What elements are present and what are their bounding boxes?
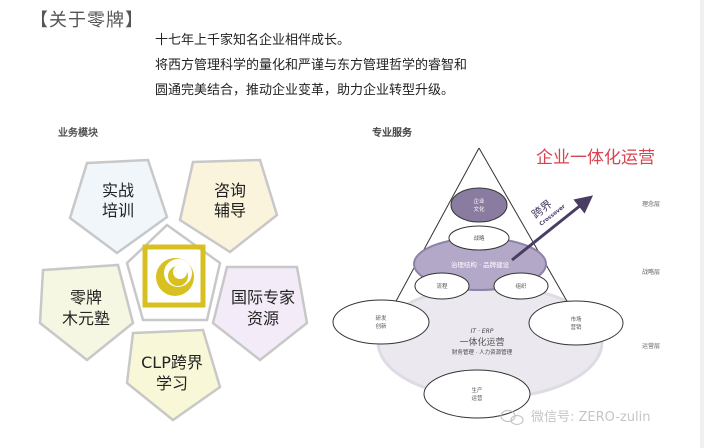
svg-text:组织: 组织 — [515, 282, 527, 290]
layer-label: 运营层 — [642, 342, 660, 350]
company-logo — [142, 244, 206, 308]
wechat-icon — [500, 409, 524, 426]
production-ellipse — [423, 369, 531, 419]
svg-text:一体化运营: 一体化运营 — [459, 336, 504, 348]
process-ellipse — [414, 272, 470, 300]
intro-line: 圆通完美结合，推动企业变革，助力企业转型升级。 — [155, 83, 455, 98]
crossover-arrow — [511, 195, 594, 262]
svg-text:企业: 企业 — [473, 197, 485, 205]
svg-text:流程: 流程 — [436, 282, 448, 290]
page-edge — [700, 0, 704, 448]
business-heading: 业务模块 — [58, 126, 99, 139]
section-title: 【关于零牌】 — [30, 10, 144, 31]
svg-text:财务管理 · 人力资源管理: 财务管理 · 人力资源管理 — [452, 348, 513, 356]
intro-text: 十七年上千家知名企业相伴成长。 将西方管理科学的量化和严谨与东方管理哲学的睿智和… — [155, 28, 467, 103]
core-label: IT · ERP — [471, 328, 494, 335]
svg-text:营销: 营销 — [570, 323, 582, 331]
svg-text:战略: 战略 — [473, 234, 485, 242]
svg-text:运营: 运营 — [471, 394, 483, 402]
svg-text:创新: 创新 — [375, 322, 387, 330]
culture-ellipse — [450, 187, 508, 223]
services-headline: 企业一体化运营 — [536, 148, 655, 168]
layer-label: 理念层 — [642, 200, 660, 208]
svg-text:市场: 市场 — [570, 315, 582, 323]
svg-text:学习: 学习 — [156, 374, 188, 393]
svg-text:辅导: 辅导 — [214, 201, 246, 220]
svg-text:实战: 实战 — [102, 181, 134, 200]
module-experts: 国际专家 资源 — [211, 265, 309, 362]
svg-text:资源: 资源 — [247, 309, 279, 328]
svg-text:文化: 文化 — [473, 205, 485, 213]
svg-text:国际专家: 国际专家 — [231, 288, 295, 307]
marketing-ellipse — [528, 300, 624, 346]
svg-text:CLP跨界: CLP跨界 — [141, 353, 203, 372]
svg-text:微信号: ZERO-zulin: 微信号: ZERO-zulin — [531, 410, 650, 425]
layer-label: 战略层 — [642, 268, 660, 276]
wechat-watermark: 微信号: ZERO-zulin — [500, 409, 650, 426]
svg-text:培训: 培训 — [102, 201, 134, 220]
strategy-ellipse — [448, 225, 510, 251]
module-clp: CLP跨界 学习 — [125, 328, 222, 422]
intro-line: 将西方管理科学的量化和严谨与东方管理哲学的睿智和 — [155, 58, 468, 73]
module-training: 实战 培训 — [68, 158, 169, 255]
services-heading: 专业服务 — [372, 126, 413, 139]
intro-line: 十七年上千家知名企业相伴成长。 — [155, 33, 351, 48]
module-center-logo — [125, 223, 222, 322]
organization-ellipse — [493, 272, 549, 300]
svg-text:研发: 研发 — [375, 314, 387, 322]
module-consulting: 咨询 辅导 — [178, 158, 279, 254]
svg-text:咨询: 咨询 — [214, 181, 246, 200]
rd-ellipse — [332, 299, 430, 345]
svg-text:零牌: 零牌 — [70, 288, 102, 307]
svg-text:生产: 生产 — [471, 386, 483, 394]
svg-text:木元塾: 木元塾 — [62, 309, 110, 328]
module-muyuanshu: 零牌 木元塾 — [38, 263, 135, 362]
governance-label: 治理结构 · 品牌建设 — [451, 260, 510, 269]
